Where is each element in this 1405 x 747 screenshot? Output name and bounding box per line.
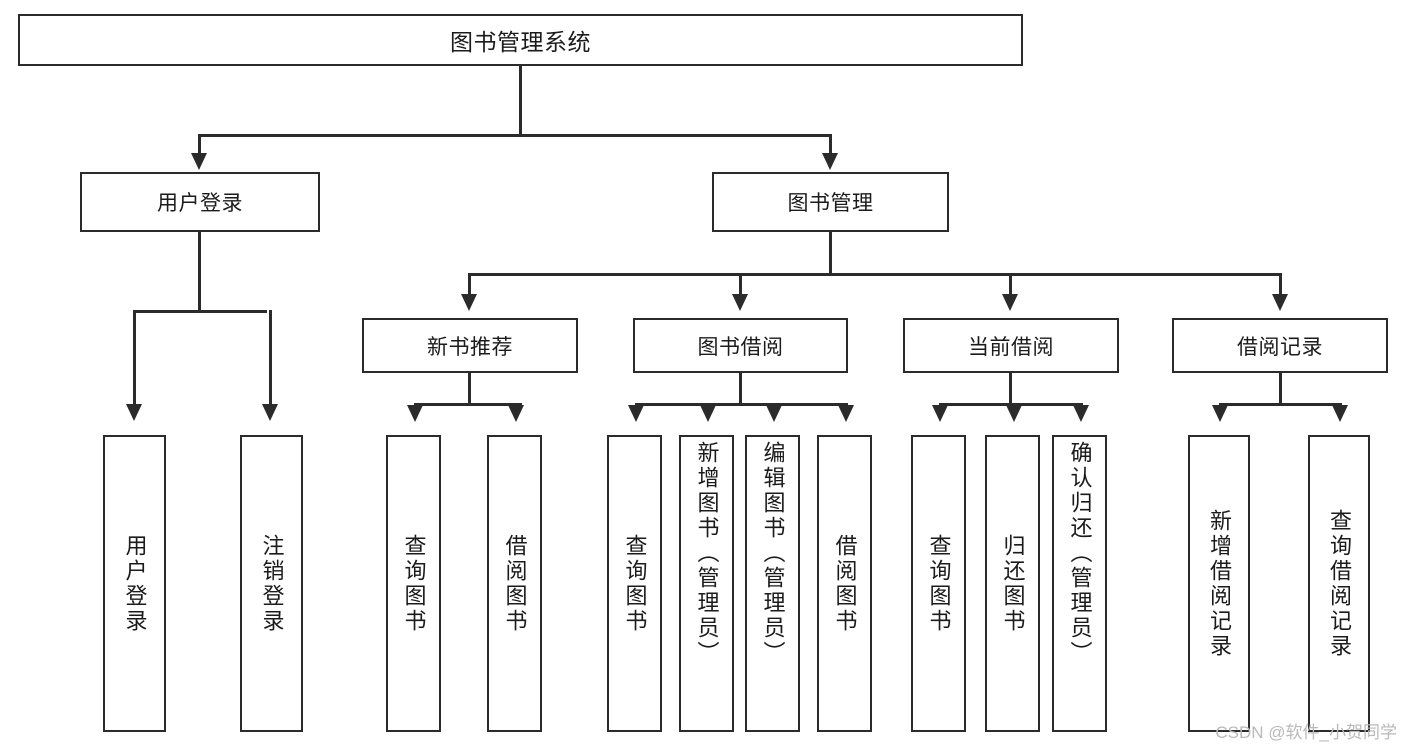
connector-new-book-rec-trunk xyxy=(468,373,471,403)
leaf-borrow-book-new-rec[interactable]: 借阅图书 xyxy=(487,435,542,732)
leaf-label: 查询图书 xyxy=(926,533,952,634)
arrow-to-leaf-query-record xyxy=(1332,405,1348,422)
connector-borrow-record-trunk xyxy=(1279,373,1282,403)
node-root-book-management-system[interactable]: 图书管理系统 xyxy=(18,14,1023,66)
leaf-query-book-current[interactable]: 查询图书 xyxy=(911,435,966,732)
connector-book-mgmt-trunk xyxy=(829,232,832,273)
leaf-label: 查询借阅记录 xyxy=(1327,508,1352,659)
arrow-to-leaf-confirm-return xyxy=(1073,405,1089,422)
node-book-borrowing[interactable]: 图书借阅 xyxy=(633,318,848,373)
leaf-label: 注销登录 xyxy=(259,533,285,634)
leaf-label: 借阅图书 xyxy=(502,533,528,634)
node-label: 新书推荐 xyxy=(427,335,513,359)
leaf-label: 借阅图书 xyxy=(832,533,858,634)
leaf-label: 确认归还（管理员） xyxy=(1067,441,1093,666)
arrow-root-to-user-login xyxy=(191,153,207,170)
leaf-label: 查询图书 xyxy=(622,533,648,634)
leaf-query-borrow-record[interactable]: 查询借阅记录 xyxy=(1308,435,1370,732)
leaf-edit-book-admin[interactable]: 编辑图书（管理员） xyxy=(745,435,800,732)
node-label: 当前借阅 xyxy=(968,335,1054,359)
connector-root-to-book-mgmt xyxy=(829,134,832,155)
arrow-to-book-borrow xyxy=(732,294,748,311)
arrow-to-leaf-edit-book xyxy=(766,405,782,422)
node-current-borrowing[interactable]: 当前借阅 xyxy=(903,318,1119,373)
connector-new-book-rec-bus xyxy=(414,403,522,406)
connector-root-to-user-login xyxy=(198,134,201,155)
leaf-label: 查询图书 xyxy=(401,533,427,634)
arrow-to-leaf-borrow-book-2 xyxy=(838,405,854,422)
arrow-to-leaf-query-book-2 xyxy=(628,405,644,422)
arrow-to-leaf-add-book xyxy=(700,405,716,422)
connector-user-login-right xyxy=(269,310,272,406)
connector-book-borrow-trunk xyxy=(739,373,742,403)
arrow-to-current-borrow xyxy=(1002,294,1018,311)
leaf-borrow-book-borrowing[interactable]: 借阅图书 xyxy=(817,435,872,732)
arrow-to-borrow-record xyxy=(1272,294,1288,311)
leaf-label: 用户登录 xyxy=(122,533,148,634)
arrow-to-new-book-rec xyxy=(461,294,477,311)
connector-book-borrow-bus xyxy=(635,403,847,406)
leaf-label: 编辑图书（管理员） xyxy=(760,441,786,666)
csdn-watermark: CSDN @软件_小贺同学 xyxy=(1215,723,1397,742)
leaf-label: 新增借阅记录 xyxy=(1207,508,1232,659)
connector-user-login-left xyxy=(133,310,136,406)
node-label: 图书借阅 xyxy=(697,335,784,359)
node-borrowing-records[interactable]: 借阅记录 xyxy=(1172,318,1388,373)
arrow-to-leaf-add-record xyxy=(1212,405,1228,422)
leaf-confirm-return-admin[interactable]: 确认归还（管理员） xyxy=(1052,435,1107,732)
node-book-management[interactable]: 图书管理 xyxy=(712,172,949,232)
connector-borrow-record-bus xyxy=(1219,403,1340,406)
arrow-to-leaf-return-book xyxy=(1006,405,1022,422)
node-user-login[interactable]: 用户登录 xyxy=(80,172,320,232)
connector-root-bus xyxy=(198,134,832,137)
connector-to-borrow-record xyxy=(1279,273,1282,296)
arrow-to-leaf-query-book-3 xyxy=(932,405,948,422)
arrow-root-to-book-mgmt xyxy=(822,153,838,170)
node-label: 借阅记录 xyxy=(1237,335,1323,359)
connector-current-borrow-trunk xyxy=(1009,373,1012,403)
leaf-query-book-new-rec[interactable]: 查询图书 xyxy=(386,435,441,732)
leaf-label: 新增图书（管理员） xyxy=(694,441,720,666)
leaf-add-book-admin[interactable]: 新增图书（管理员） xyxy=(679,435,734,732)
arrow-to-leaf-logout-login xyxy=(262,404,278,421)
leaf-user-login[interactable]: 用户登录 xyxy=(103,435,166,732)
connector-root-trunk xyxy=(519,66,522,134)
connector-to-current-borrow xyxy=(1009,273,1012,296)
connector-user-login-trunk xyxy=(198,232,201,310)
leaf-label: 归还图书 xyxy=(1000,533,1026,634)
arrow-to-leaf-query-book-1 xyxy=(407,405,423,422)
node-label: 图书管理系统 xyxy=(450,29,591,55)
node-label: 用户登录 xyxy=(157,192,243,215)
connector-to-new-book-rec xyxy=(468,273,471,296)
arrow-to-leaf-user-login xyxy=(126,404,142,421)
connector-to-book-borrow xyxy=(739,273,742,296)
leaf-logout-login[interactable]: 注销登录 xyxy=(240,435,303,732)
connector-user-login-bus xyxy=(133,310,267,313)
leaf-add-borrow-record[interactable]: 新增借阅记录 xyxy=(1188,435,1250,732)
node-new-book-recommendation[interactable]: 新书推荐 xyxy=(362,318,578,373)
leaf-query-book-borrowing[interactable]: 查询图书 xyxy=(607,435,662,732)
leaf-return-book[interactable]: 归还图书 xyxy=(985,435,1040,732)
connector-book-mgmt-bus xyxy=(468,273,1280,276)
node-label: 图书管理 xyxy=(787,192,874,215)
arrow-to-leaf-borrow-book-1 xyxy=(508,405,524,422)
connector-current-borrow-bus xyxy=(939,403,1081,406)
